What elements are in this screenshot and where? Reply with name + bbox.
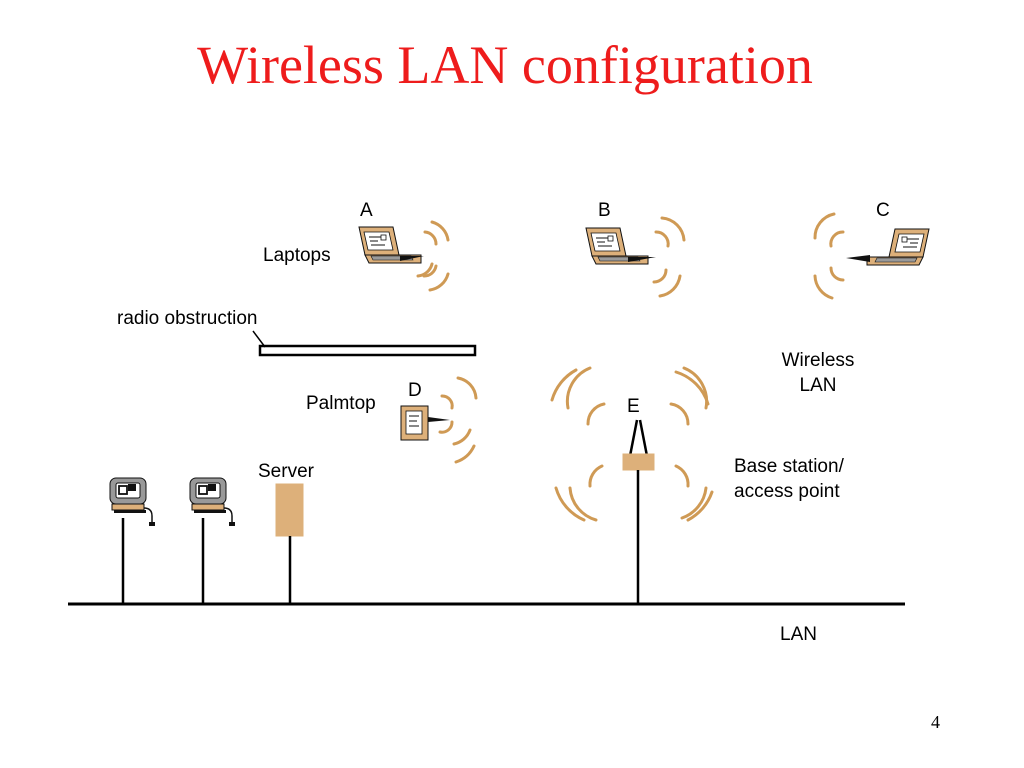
desktop-computer — [189, 477, 236, 527]
lan-label: LAN — [780, 624, 817, 645]
wireless-lan-label-line2: LAN — [799, 375, 837, 396]
server-box — [275, 483, 304, 537]
base-station-e — [622, 419, 655, 604]
palmtop-d — [400, 405, 450, 441]
laptop-c — [866, 228, 930, 266]
wireless-lan-label-line1: Wireless — [781, 350, 855, 371]
node-label-c: C — [876, 200, 890, 221]
laptops-label: Laptops — [263, 245, 331, 266]
server-label: Server — [258, 461, 314, 482]
page-number: 4 — [931, 712, 940, 732]
base-station-label-line1: Base station/ — [734, 456, 844, 477]
node-label-d: D — [408, 380, 422, 401]
radio-waves — [416, 212, 845, 522]
node-label-b: B — [598, 200, 611, 221]
palmtop-label: Palmtop — [306, 393, 376, 414]
radio-obstruction-bar — [258, 344, 477, 357]
radio-obstruction-label: radio obstruction — [117, 308, 258, 329]
desktop-computer — [109, 477, 156, 527]
node-label-e: E — [627, 396, 640, 417]
node-label-a: A — [360, 200, 373, 221]
slide-title: Wireless LAN configuration — [197, 35, 813, 95]
base-station-label-line2: access point — [734, 481, 840, 502]
